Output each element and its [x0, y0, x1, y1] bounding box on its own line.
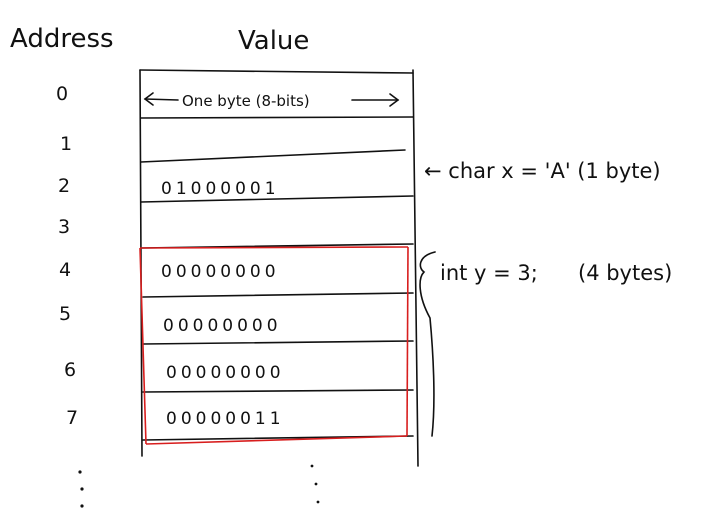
byte-value: 00000011: [166, 409, 285, 429]
address-label: 5: [59, 303, 71, 325]
byte-value: 00000000: [161, 262, 280, 282]
row-divider: [140, 195, 414, 203]
byte-width-label: One byte (8-bits): [182, 92, 310, 110]
curly-brace-icon: [419, 251, 436, 437]
int-declaration: int y = 3;: [440, 261, 538, 285]
row-divider: [142, 292, 414, 298]
continuation-dots: [78, 464, 320, 508]
value-header: Value: [238, 26, 309, 56]
arrow-left-head: [143, 92, 154, 106]
address-label: 4: [59, 259, 71, 281]
table-right-border: [412, 69, 419, 467]
char-annotation: ← char x = 'A' (1 byte): [424, 159, 661, 183]
address-column: 0 1 2 3 4 5 6 7: [56, 83, 78, 429]
byte-value: 00000000: [166, 363, 285, 383]
address-header: Address: [10, 24, 114, 54]
row-divider: [140, 149, 406, 163]
address-label: 1: [60, 133, 72, 155]
table-top-border: [139, 69, 414, 74]
byte-value: 00000000: [163, 316, 282, 336]
int-annotation: int y = 3; (4 bytes): [419, 251, 672, 437]
value-column: 01000001 00000000 00000000 00000000 0000…: [161, 179, 285, 429]
byte-width-arrow: One byte (8-bits): [143, 92, 400, 110]
int-size: (4 bytes): [578, 261, 672, 285]
address-label: 0: [56, 83, 68, 105]
byte-value: 01000001: [161, 179, 280, 199]
address-label: 2: [58, 175, 70, 197]
address-label: 6: [64, 359, 76, 381]
arrow-right-head: [389, 93, 400, 107]
row-divider: [140, 116, 414, 119]
row-divider: [142, 340, 414, 345]
row-divider: [142, 389, 414, 393]
int-highlight-box: [139, 246, 409, 445]
address-label: 3: [58, 216, 70, 238]
address-label: 7: [66, 407, 78, 429]
